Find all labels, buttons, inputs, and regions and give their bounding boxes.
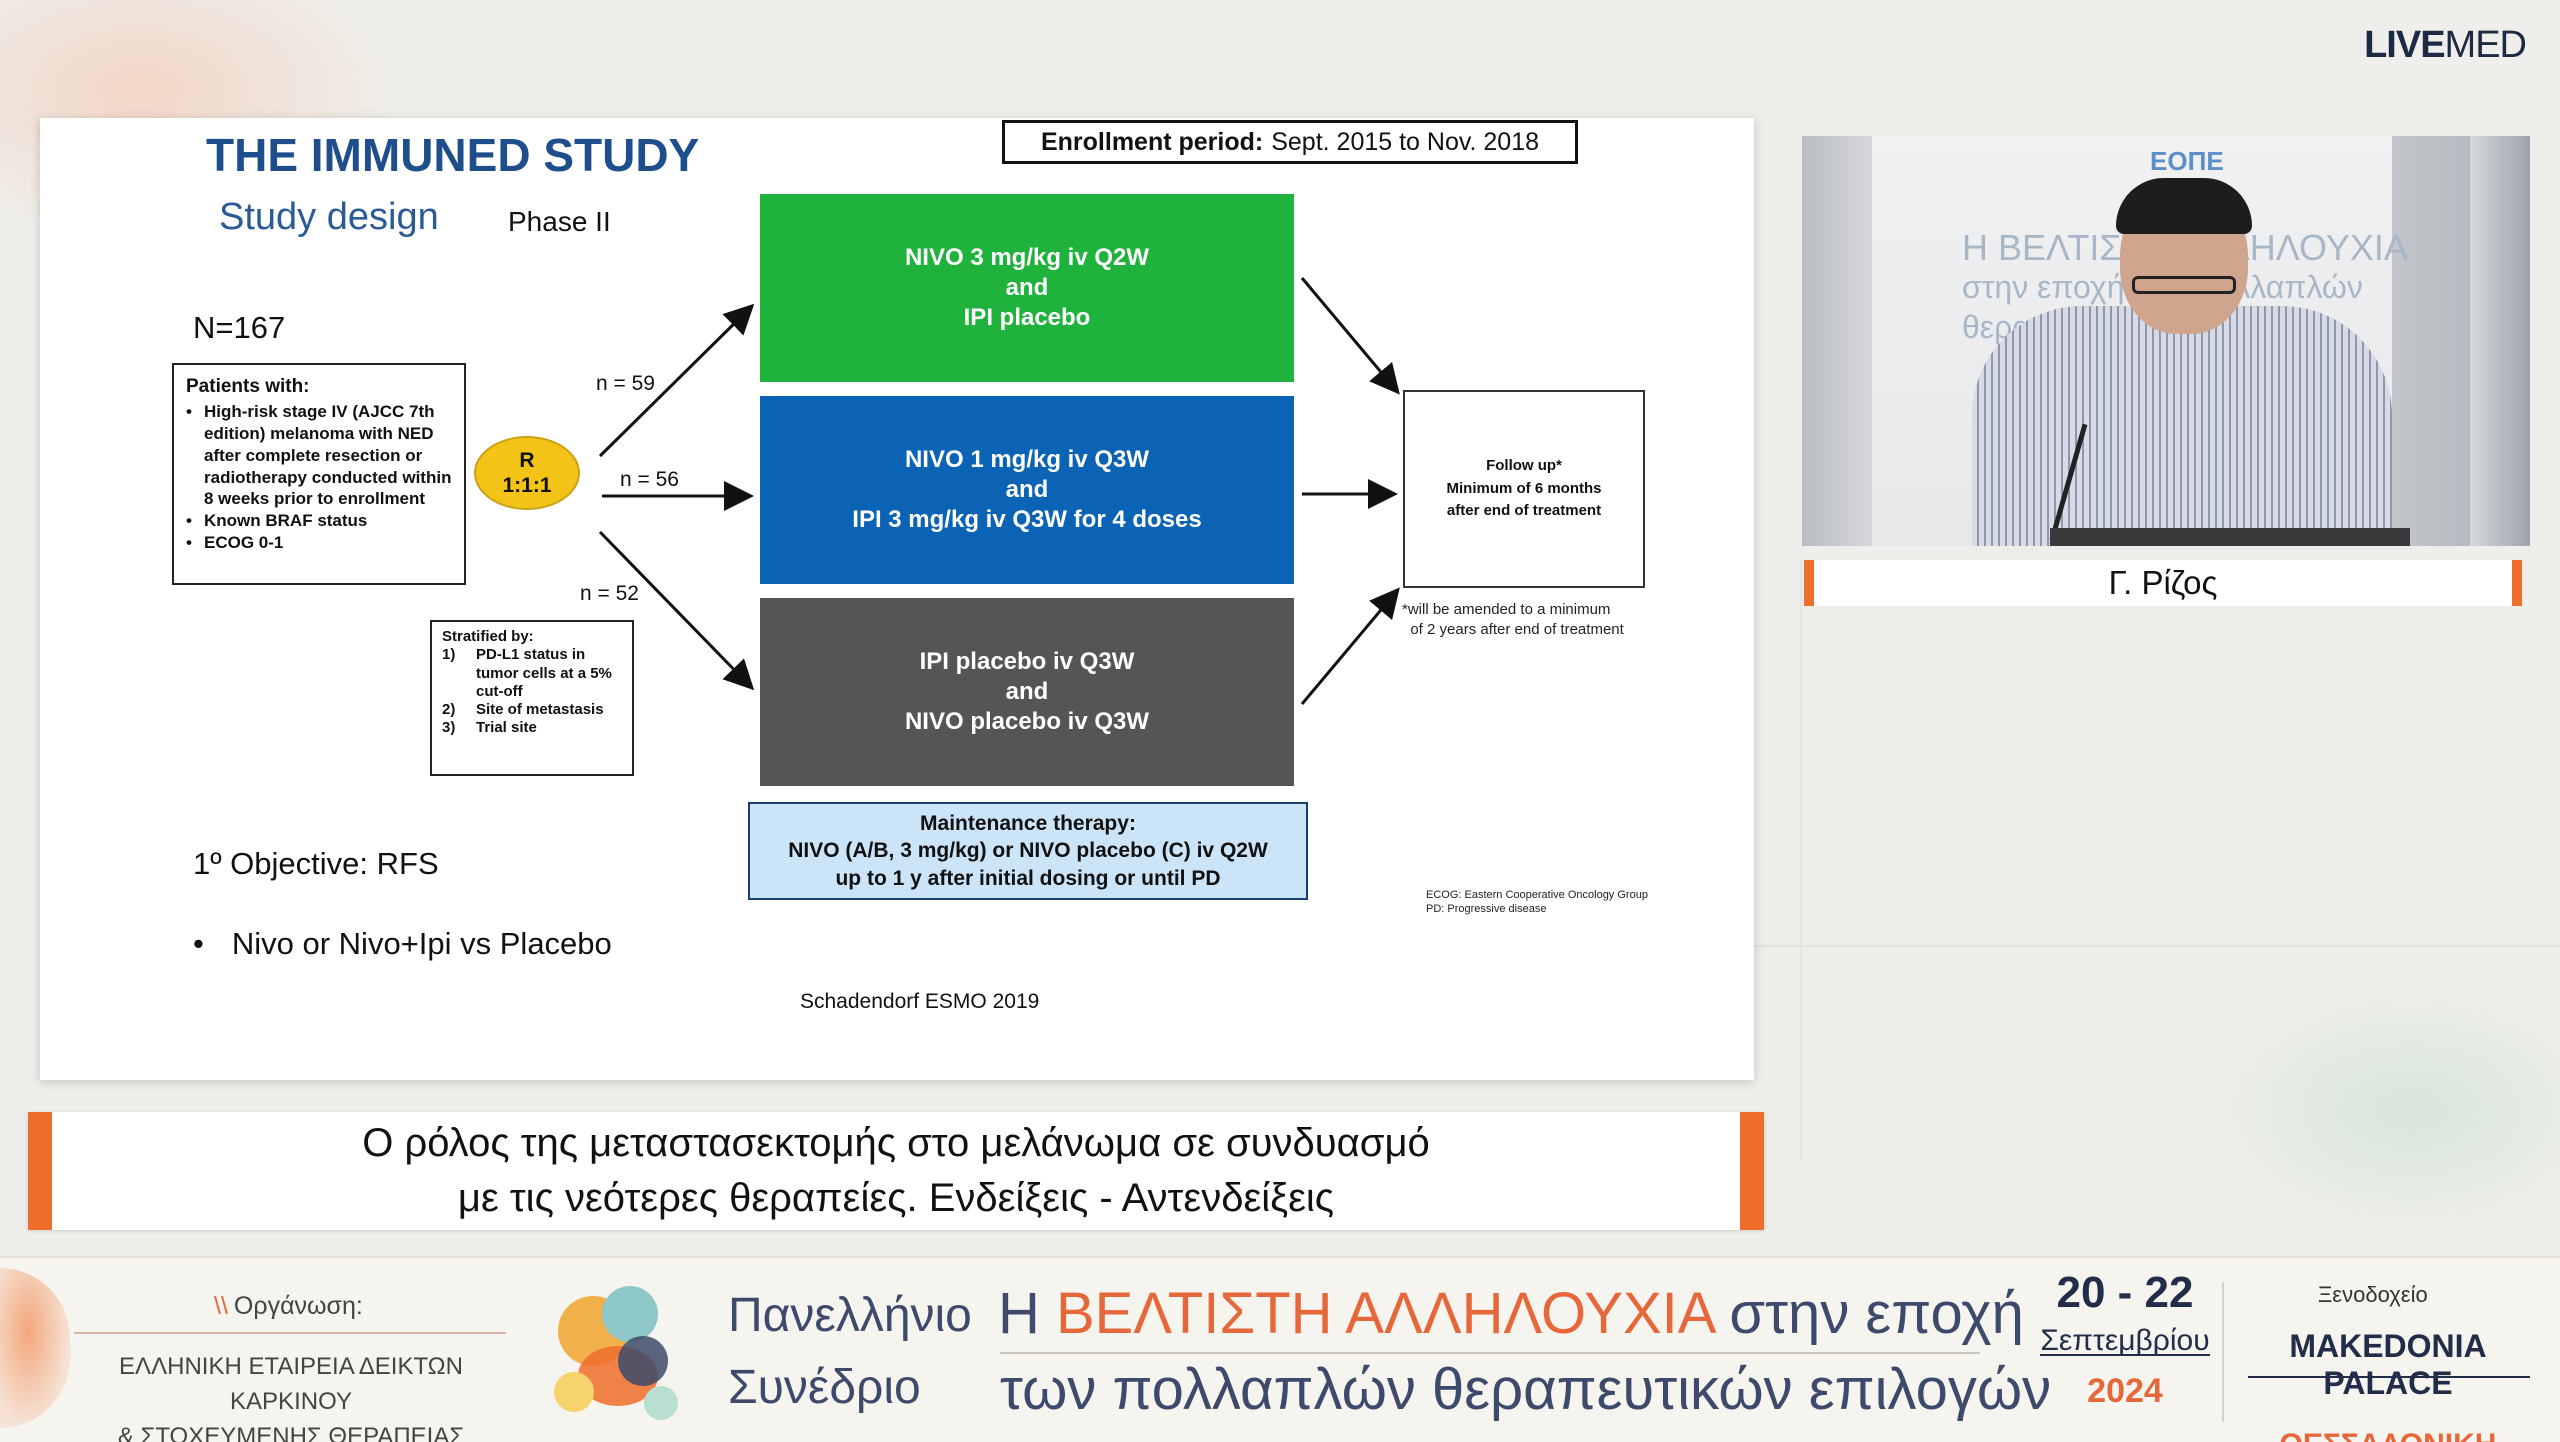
- date-range: 20 - 22: [2056, 1268, 2194, 1317]
- conference-artwork: [548, 1276, 688, 1426]
- date-month: Σεπτεμβρίου: [2040, 1324, 2210, 1357]
- talk-title-caption: Ο ρόλος της μεταστασεκτομής στο μελάνωμα…: [28, 1112, 1764, 1230]
- arm-count-label: n = 56: [620, 468, 679, 491]
- patient-criterion: ECOG 0-1: [186, 532, 452, 554]
- curtain: [2470, 136, 2530, 546]
- patient-criterion: Known BRAF status: [186, 510, 452, 532]
- conference-label: Πανελλήνιο: [728, 1289, 972, 1342]
- stratification-factor: Trial site: [476, 719, 537, 737]
- patients-heading: Patients with:: [186, 376, 310, 397]
- venue-city: ΘΕΣΣΑΛΟΝΙΚΗ: [2238, 1428, 2538, 1442]
- presentation-slide: THE IMMUNED STUDY Study design Phase II …: [40, 118, 1754, 1080]
- divider: [2040, 1354, 2210, 1356]
- abbreviations-note: ECOG: Eastern Cooperative Oncology Group…: [1426, 889, 1648, 916]
- arm-count-label: n = 52: [580, 582, 639, 605]
- speaker-name: Γ. Ρίζος: [2108, 564, 2218, 601]
- date-year: 2024: [2087, 1372, 2163, 1410]
- venue-label: Ξενοδοχείο: [2318, 1282, 2428, 1307]
- background-line: [1800, 560, 1802, 1160]
- divider: [1000, 1352, 1980, 1354]
- conference-venue: Ξενοδοχείο MAKEDONIA PALACE ΘΕΣΣΑΛΟΝΙΚΗ: [2238, 1282, 2538, 1442]
- patients-box: Patients with: High-risk stage IV (AJCC …: [172, 363, 466, 585]
- maintenance-therapy-box: Maintenance therapy:NIVO (A/B, 3 mg/kg) …: [748, 802, 1308, 900]
- slide-subtitle: Study design: [219, 196, 439, 238]
- speaker-hair: [2116, 178, 2252, 234]
- follow-up-footnote: *will be amended to a minimum of 2 years…: [1402, 601, 1624, 638]
- organizer-name: ΕΛΛΗΝΙΚΗ ΕΤΑΙΡΕΙΑ ΔΕΙΚΤΩΝ ΚΑΡΚΙΝΟΥ& ΣΤΟΧ…: [117, 1353, 465, 1442]
- conference-label: Συνέδριο: [728, 1361, 921, 1414]
- background-decoration: [2200, 980, 2560, 1240]
- stratification-factor: Site of metastasis: [476, 701, 604, 719]
- divider: [74, 1332, 506, 1334]
- stratification-heading: Stratified by:: [442, 628, 534, 645]
- conference-banner: \\Οργάνωση: ΕΛΛΗΝΙΚΗ ΕΤΑΙΡΕΙΑ ΔΕΙΚΤΩΝ ΚΑ…: [0, 1256, 2560, 1442]
- background-line: [1080, 945, 2560, 947]
- enrollment-period: Enrollment period:Sept. 2015 to Nov. 201…: [1002, 120, 1578, 164]
- conference-dates: 20 - 22 Σεπτεμβρίου 2024: [2040, 1268, 2210, 1411]
- organizer-label: \\Οργάνωση:: [214, 1292, 363, 1320]
- conference-title-line2: των πολλαπλών θεραπευτικών επιλογών: [1000, 1357, 2052, 1422]
- objective-bullet: •Nivo or Nivo+Ipi vs Placebo: [193, 926, 612, 961]
- divider: [2222, 1282, 2224, 1422]
- slide-title: THE IMMUNED STUDY: [206, 129, 700, 181]
- divider: [2248, 1376, 2530, 1378]
- sample-size: N=167: [193, 310, 286, 345]
- arm-count-label: n = 59: [596, 372, 655, 395]
- stratification-box: Stratified by: 1)PD-L1 status in tumor c…: [430, 620, 634, 776]
- venue-name: MAKEDONIA PALACE: [2289, 1328, 2487, 1401]
- stratification-factor: PD-L1 status in tumor cells at a 5% cut-…: [476, 646, 612, 700]
- speaker-name-bar: Γ. Ρίζος: [1804, 560, 2522, 606]
- glasses: [2132, 276, 2236, 294]
- speaker-body: [1972, 306, 2392, 546]
- slide-reference: Schadendorf ESMO 2019: [800, 990, 1040, 1013]
- speaker-video: ΕΟΠΕ Η ΒΕΛΤΙΣΤΗ ΑΛΛΗΛΟΥΧΙΑ στην εποχή τω…: [1802, 136, 2530, 546]
- conference-title: Η ΒΕΛΤΙΣΤΗ ΑΛΛΗΛΟΥΧΙΑ στην εποχή: [998, 1281, 2024, 1346]
- patient-criterion: High-risk stage IV (AJCC 7th edition) me…: [186, 401, 452, 510]
- podium: [2050, 528, 2410, 546]
- primary-objective: 1º Objective: RFS: [193, 846, 439, 881]
- phase-label: Phase II: [508, 206, 611, 237]
- curtain: [1802, 136, 1872, 546]
- livemed-logo: LIVEMED: [2364, 24, 2527, 66]
- banner-logo: ΕΟΠΕ: [2150, 146, 2224, 176]
- flow-arrows: [598, 277, 1400, 705]
